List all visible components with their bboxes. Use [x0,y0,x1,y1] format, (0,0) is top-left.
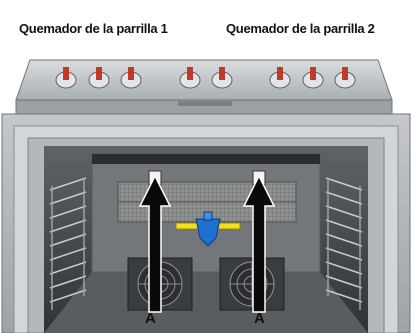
control-knob-icon [269,67,291,89]
burner-connector [175,211,241,247]
control-knob-icon [302,67,324,89]
control-knobs [55,67,356,89]
burner-1-caption: Quemador de la parrilla 1 [19,21,168,36]
right-rack [325,177,363,310]
callout-a-right: A [254,310,265,327]
control-knob-icon [211,67,233,89]
control-knob-icon [88,67,110,89]
control-knob-icon [55,67,77,89]
burner-2-caption: Quemador de la parrilla 2 [226,21,375,36]
control-knob-icon [334,67,356,89]
control-panel [15,59,393,115]
control-knob-icon [179,67,201,89]
arrow-up-icon [138,174,172,313]
left-rack [49,177,87,310]
fan-icon [219,257,285,311]
callout-a-left: A [145,310,156,327]
control-knob-icon [120,67,142,89]
arrow-up-icon [242,174,276,313]
